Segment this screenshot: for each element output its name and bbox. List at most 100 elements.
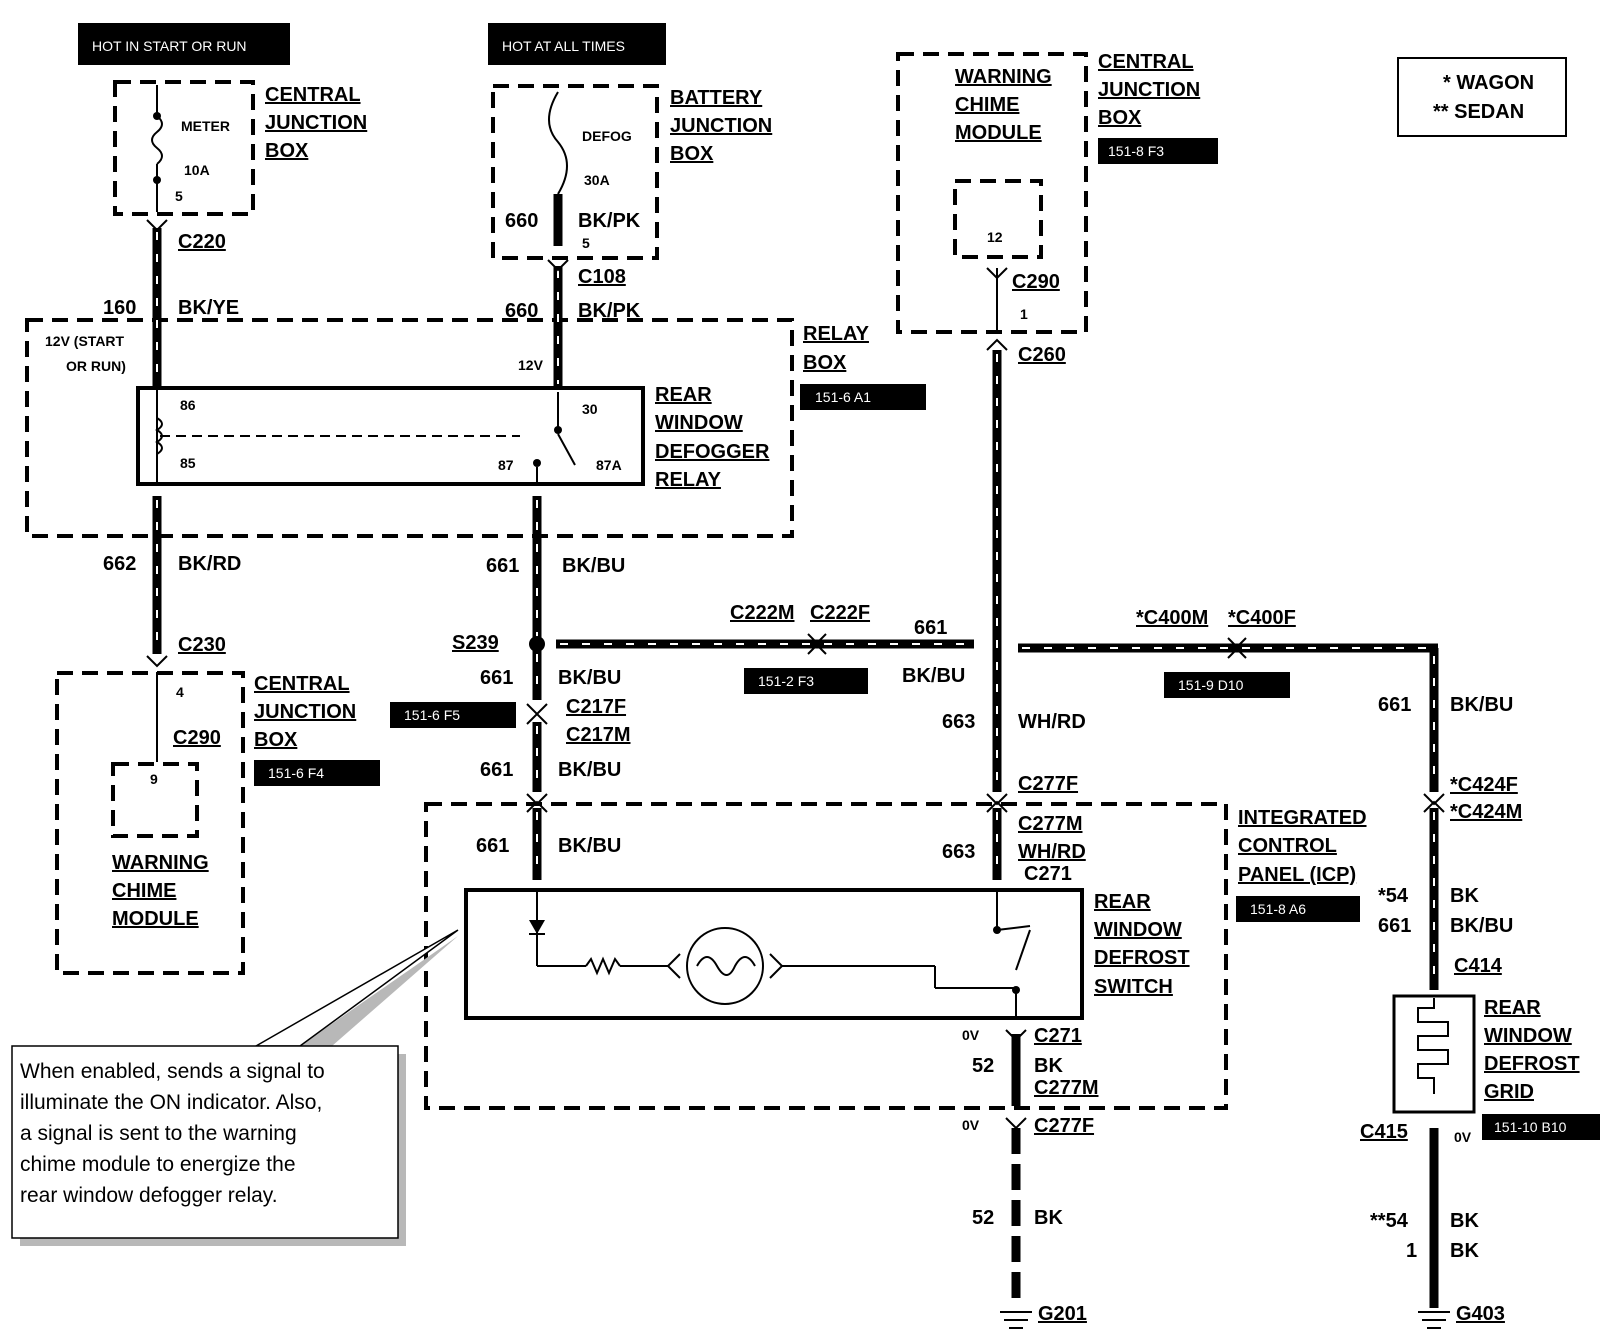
defog-fuse-pin: 5 — [582, 235, 590, 251]
indicator-filament-icon — [696, 956, 756, 976]
chime-top-box — [896, 52, 1088, 334]
voltage-0v-3: 0V — [1454, 1129, 1472, 1145]
cjb-fuse-box — [113, 80, 255, 216]
switch-blade-icon — [996, 925, 1031, 931]
relay-note-12v-start: 12V (START — [45, 333, 125, 349]
c217f-label: C217F — [566, 696, 626, 718]
chime-bottom-name-3: MODULE — [112, 908, 199, 930]
wire-52a-color: BK — [1034, 1055, 1063, 1077]
chime-top-box-2: JUNCTION — [1098, 79, 1200, 101]
c290-bottom: C290 — [173, 727, 221, 749]
s239-ref-tag — [390, 702, 516, 728]
fuse-node-icon — [153, 176, 161, 184]
wire-661d-num: 661 — [476, 835, 509, 857]
relay-pin30: 30 — [582, 401, 598, 417]
cjb-fuse-name-3: BOX — [265, 140, 309, 162]
c400-ref: 151-9 D10 — [1178, 677, 1244, 693]
indicator-arrow-right-icon — [769, 953, 784, 979]
battery-jb-name-1: BATTERY — [670, 87, 763, 109]
c222-ref-tag — [744, 668, 868, 694]
relay-name-4: RELAY — [655, 469, 722, 491]
chime-top-pin1: 1 — [1020, 306, 1028, 322]
c277f-label: C277F — [1018, 773, 1078, 795]
relay-note-or-run: OR RUN) — [66, 358, 126, 374]
legend-wagon: * WAGON — [1443, 72, 1534, 94]
rear-window-defrost-grid — [1392, 994, 1476, 1114]
chime-top-box-1: CENTRAL — [1098, 51, 1194, 73]
legend-box — [1397, 57, 1567, 137]
c222f-label: C222F — [810, 602, 870, 624]
relay-box-ref-tag — [800, 384, 926, 410]
grid-ref-tag — [1482, 1114, 1600, 1140]
c220-label: C220 — [178, 231, 226, 253]
c290-top: C290 — [1012, 271, 1060, 293]
connector-c222-icon — [807, 633, 827, 655]
wire-662-num: 662 — [103, 553, 136, 575]
wire-661a-color: BK/BU — [562, 555, 625, 577]
relay-pin86: 86 — [180, 397, 196, 413]
defog-fuse-rating: 30A — [584, 172, 610, 188]
ground-g403-icon — [1418, 1311, 1450, 1329]
hot-start-run-tag — [78, 23, 290, 65]
wire-663b-color: WH/RD — [1018, 841, 1086, 863]
connector-c424-icon — [1423, 793, 1445, 813]
c424m-label: *C424M — [1450, 801, 1522, 823]
switch-pole-icon — [1015, 929, 1031, 971]
connector-c220-icon — [146, 219, 168, 232]
grid-element-icon — [1417, 998, 1449, 1094]
chime-bottom-name-2: CHIME — [112, 880, 176, 902]
icp-box — [424, 802, 1228, 1110]
wire-663a-color: WH/RD — [1018, 711, 1086, 733]
chime-bottom-name-1: WARNING — [112, 852, 209, 874]
c277m-label: C277M — [1018, 813, 1082, 835]
wire-52a-num: 52 — [972, 1055, 994, 1077]
relay-pin87a: 87A — [596, 457, 622, 473]
c414-label: C414 — [1454, 955, 1503, 977]
connector-c260-icon — [986, 338, 1008, 351]
fuse-node-icon — [153, 112, 161, 120]
voltage-0v-2: 0V — [962, 1117, 980, 1133]
wire-1-color: BK — [1450, 1240, 1479, 1262]
chime-bottom-box-1: CENTRAL — [254, 673, 350, 695]
resistor-icon — [585, 956, 621, 976]
c277m-b-label: C277M — [1034, 1077, 1098, 1099]
icp-ref-tag — [1236, 896, 1360, 922]
c424f-label: *C424F — [1450, 774, 1518, 796]
connector-c230-icon — [146, 655, 168, 668]
switch-name-3: DEFROST — [1094, 947, 1190, 969]
c415-label: C415 — [1360, 1121, 1408, 1143]
wire-661a-num: 661 — [486, 555, 519, 577]
connector-c217-icon — [526, 703, 548, 725]
wire-660a-num: 660 — [505, 210, 538, 232]
cjb-fuse-name-2: JUNCTION — [265, 112, 367, 134]
s239-ref: 151-6 F5 — [404, 707, 460, 723]
icp-ref: 151-8 A6 — [1250, 901, 1306, 917]
connector-c277f-b-icon — [1005, 1117, 1027, 1130]
connector-c108-icon — [547, 259, 569, 272]
relay-switch-blade — [557, 433, 576, 466]
c230-label: C230 — [178, 634, 226, 656]
legend-sedan: ** SEDAN — [1433, 101, 1524, 123]
meter-fuse-pin: 5 — [175, 188, 183, 204]
voltage-0v-1: 0V — [962, 1027, 980, 1043]
wire-52b-num: 52 — [972, 1207, 994, 1229]
chime-top-name-1: WARNING — [955, 66, 1052, 88]
wire-663b-num: 663 — [942, 841, 975, 863]
grid-name-4: GRID — [1484, 1081, 1534, 1103]
wire-54a-num: *54 — [1378, 885, 1409, 907]
wire-160-color: BK/YE — [178, 297, 239, 319]
rear-window-defrost-switch — [464, 888, 1084, 1020]
c277f-b-label: C277F — [1034, 1115, 1094, 1137]
defog-fuse-icon — [548, 91, 568, 195]
chime-bottom-box — [55, 671, 245, 975]
c217m-label: C217M — [566, 724, 630, 746]
c222-ref: 151-2 F3 — [758, 673, 814, 689]
c400-ref-tag — [1164, 672, 1290, 698]
c271b-label: C271 — [1034, 1025, 1082, 1047]
wire-661e-color: BK/BU — [902, 665, 965, 687]
wire-661b-color: BK/BU — [558, 667, 621, 689]
chime-top-box-3: BOX — [1098, 107, 1142, 129]
connector-c290-top-icon — [986, 267, 1008, 280]
grid-name-3: DEFROST — [1484, 1053, 1580, 1075]
